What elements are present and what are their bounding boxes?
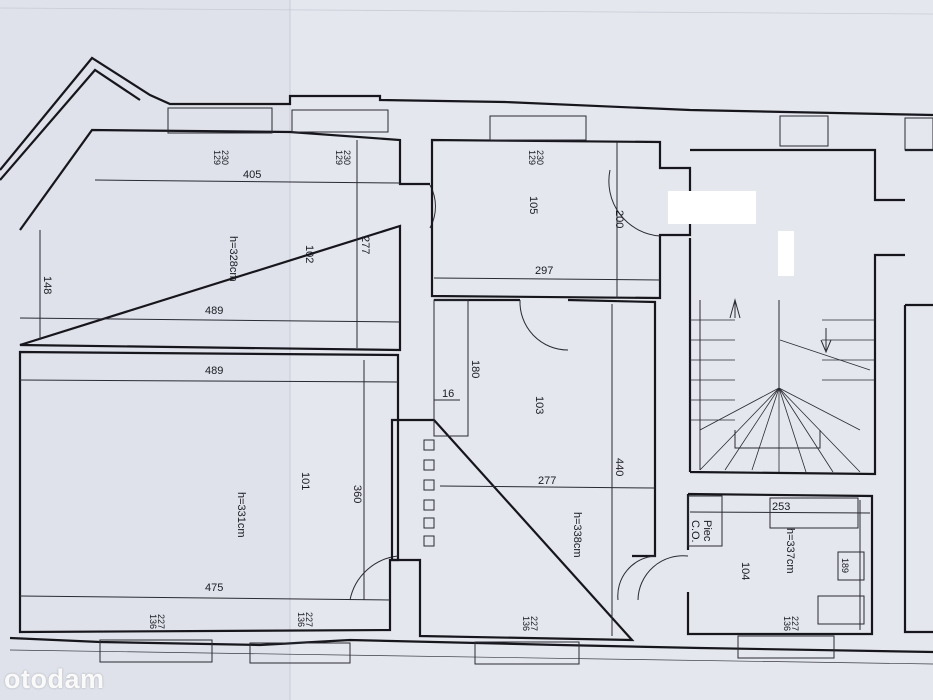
r101-window-2: 136 xyxy=(296,612,306,627)
r102-left-wall: 148 xyxy=(41,276,53,294)
r105-number: 105 xyxy=(527,196,539,214)
stair-treads xyxy=(690,319,875,473)
r103-window-b: 227 xyxy=(529,616,539,631)
r103-depth: 440 xyxy=(613,458,625,476)
r101-window-1b: 227 xyxy=(156,614,166,629)
r102-width-top: 405 xyxy=(243,169,261,181)
r102-window-1b: 230 xyxy=(220,150,230,165)
r104-number: 104 xyxy=(739,562,751,580)
r104-window-b: 227 xyxy=(790,616,800,631)
r102-window-1: 129 xyxy=(212,150,222,165)
r105-width: 297 xyxy=(535,265,553,277)
r104-height: h=337cm xyxy=(784,528,796,574)
staircase xyxy=(688,115,905,476)
r103-number: 103 xyxy=(533,396,545,414)
redaction-block xyxy=(668,191,756,224)
r105-window-b: 230 xyxy=(535,150,545,165)
r104-stove: Piec xyxy=(701,520,713,542)
r104-window: 136 xyxy=(782,616,792,631)
r105-window: 129 xyxy=(527,150,537,165)
r103-closet: 180 xyxy=(469,360,481,378)
room-104 xyxy=(637,492,874,659)
r101-height: h=331cm xyxy=(235,492,247,538)
r101-depth: 360 xyxy=(351,485,363,503)
r101-window-1: 136 xyxy=(148,614,158,629)
r102-height: h=328cm xyxy=(227,236,239,282)
r102-number: 102 xyxy=(303,245,315,263)
east-partial-room xyxy=(690,117,933,634)
r102-window-2b: 230 xyxy=(342,150,352,165)
r101-number: 101 xyxy=(299,472,311,490)
room-105 xyxy=(430,115,692,300)
room-103 xyxy=(390,298,657,665)
r105-depth: 200 xyxy=(613,210,625,228)
room-102 xyxy=(19,107,436,352)
room-101 xyxy=(18,350,400,664)
r101-window-2b: 227 xyxy=(304,612,314,627)
r103-width: 277 xyxy=(538,475,556,487)
r101-width-bottom: 475 xyxy=(205,582,223,594)
r102-window-2: 129 xyxy=(334,150,344,165)
r102-depth: 277 xyxy=(359,236,371,254)
r101-width-top: 489 xyxy=(205,365,223,377)
r103-window: 136 xyxy=(521,616,531,631)
watermark-logo: otodam xyxy=(4,664,105,694)
redaction-block xyxy=(778,231,794,276)
r102-width-bottom: 489 xyxy=(205,305,223,317)
r103-height: h=338cm xyxy=(571,512,583,558)
r104-width: 253 xyxy=(772,501,790,513)
r104-stove-b: C.O. xyxy=(689,520,701,543)
ventilation-ducts xyxy=(423,439,435,547)
r103-niche: 16 xyxy=(442,388,454,400)
r104-side: 189 xyxy=(840,558,850,573)
